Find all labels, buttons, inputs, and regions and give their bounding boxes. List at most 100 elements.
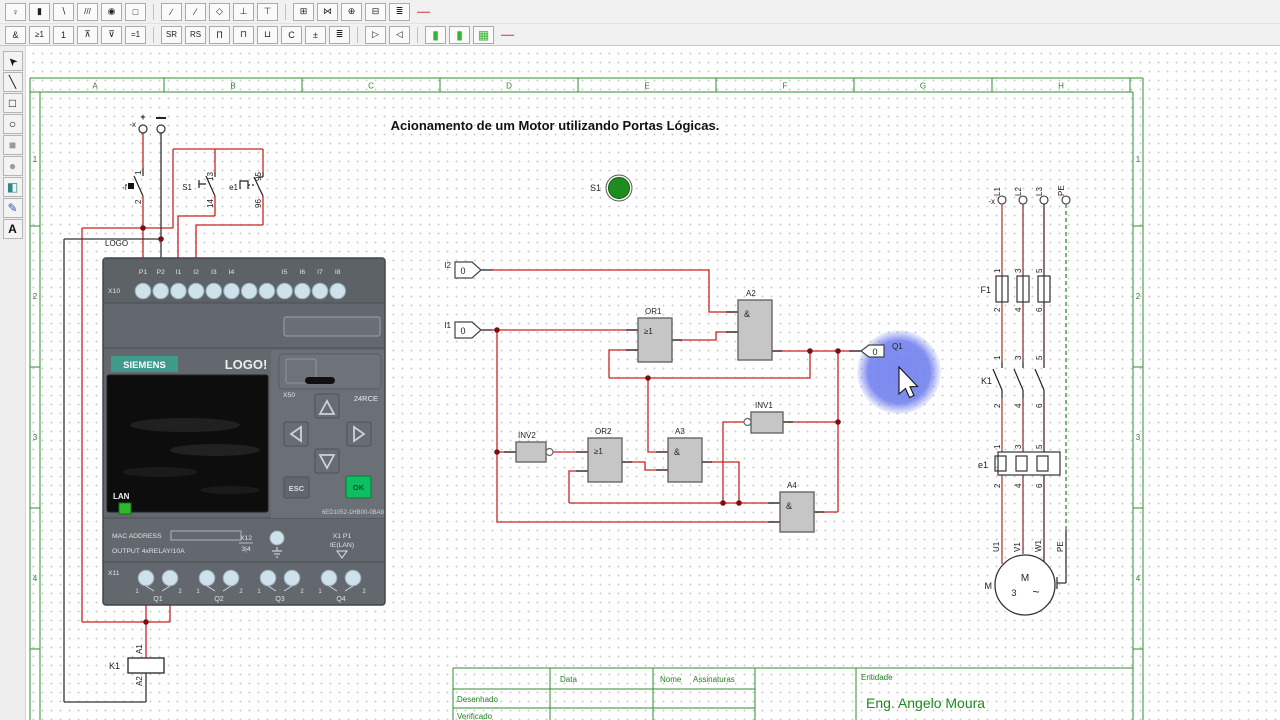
out-term-1: 1 xyxy=(318,589,322,595)
input-tag-i1[interactable]: 0 xyxy=(454,321,482,339)
out-term-2: 2 xyxy=(362,589,366,595)
red-dash-icon[interactable]: — xyxy=(501,27,514,42)
drawing-canvas[interactable]: A B C D E F G H 1 2 3 4 1 2 3 4 Acioname… xyxy=(26,46,1280,720)
ellipse-tool-icon[interactable]: ○ xyxy=(2,114,23,134)
k1-terminal-numbers: 1 2 3 4 5 6 xyxy=(993,355,1044,408)
motor-label: M xyxy=(985,581,993,591)
relay-block-icon[interactable]: ⊞ xyxy=(293,2,314,21)
and-gate-icon[interactable]: & xyxy=(5,25,26,44)
red-dash-icon[interactable]: — xyxy=(417,4,430,19)
buffer-gate-icon[interactable]: 1 xyxy=(53,25,74,44)
plc-terminal-i8: I8 xyxy=(335,269,341,276)
or-gate-icon[interactable]: ≥1 xyxy=(29,25,50,44)
k1-coil[interactable] xyxy=(127,657,165,674)
contact-icon[interactable]: ∖ xyxy=(53,2,74,21)
logic-stubs-black xyxy=(481,269,861,523)
xor-gate-icon[interactable]: =1 xyxy=(125,25,146,44)
e1-nc-contact[interactable] xyxy=(239,172,264,197)
input-tag-icon[interactable]: ▷ xyxy=(365,25,386,44)
filled-ellipse-tool-icon[interactable]: ● xyxy=(2,156,23,176)
line-tool-icon[interactable]: ╲ xyxy=(2,72,23,92)
phase-pe-label: PE xyxy=(1057,185,1066,196)
sr-block-icon[interactable]: SR xyxy=(161,25,182,44)
toolbar-row-1: ♀ ▮ ∖ /// ◉ □ ∕ ⁄ ◇ ⊥ ⊤ ⊞ ⋈ ⊕ ⊟ ≣ — xyxy=(0,0,1280,24)
plc-x1p1-label: X1 P1 xyxy=(333,533,352,540)
motor-icon[interactable]: ◉ xyxy=(101,2,122,21)
display-matrix-icon[interactable]: ▦ xyxy=(473,25,494,44)
plc-q3-label: Q3 xyxy=(275,596,284,603)
k1-contactor[interactable] xyxy=(992,362,1045,398)
plc-x11-label: X11 xyxy=(108,570,120,577)
right-button[interactable] xyxy=(346,421,372,447)
rs-block-icon[interactable]: RS xyxy=(185,25,206,44)
tb-entity-name: Eng. Angelo Moura xyxy=(866,695,985,711)
e1-term: 6 xyxy=(1035,483,1044,488)
switch-icon[interactable]: ∕ xyxy=(161,2,182,21)
output-tag-q1[interactable]: 0 xyxy=(860,344,885,358)
gate-a2[interactable]: & xyxy=(737,299,773,361)
pulse-block-icon[interactable]: Π xyxy=(209,25,230,44)
led-bar-icon[interactable]: ▮ xyxy=(425,25,446,44)
gate-inv2[interactable] xyxy=(515,441,554,463)
ok-button[interactable] xyxy=(345,475,372,499)
page-title: Acionamento de um Motor utilizando Porta… xyxy=(391,118,720,133)
lamp-icon[interactable]: ♀ xyxy=(5,2,26,21)
e1-terminal-96: 96 xyxy=(254,199,263,208)
sequencer-block-icon[interactable]: ≣ xyxy=(329,25,350,44)
a4-symbol: & xyxy=(786,501,792,511)
counter-block-icon[interactable]: C xyxy=(281,25,302,44)
fill-tool-icon[interactable]: ◧ xyxy=(2,177,23,197)
rect-tool-icon[interactable]: □ xyxy=(2,93,23,113)
coil-icon[interactable]: □ xyxy=(125,2,146,21)
s1-indicator[interactable] xyxy=(605,174,633,202)
f1-fuses[interactable] xyxy=(995,275,1051,303)
gate-inv1[interactable] xyxy=(743,411,784,434)
gate-a4[interactable]: & xyxy=(779,491,815,533)
aux-contact-icon[interactable]: ⁄ xyxy=(185,2,206,21)
f-switch[interactable] xyxy=(128,168,144,197)
terminal-strip-icon[interactable]: ≣ xyxy=(389,2,410,21)
inv2-name: INV2 xyxy=(518,431,536,440)
filled-rect-tool-icon[interactable]: ■ xyxy=(2,135,23,155)
timer-on-icon[interactable]: ⊓ xyxy=(233,25,254,44)
nor-gate-icon[interactable]: ⊽ xyxy=(101,25,122,44)
gate-or2[interactable]: ≥1 xyxy=(587,437,623,483)
s1-pushbutton-contact[interactable] xyxy=(198,172,216,197)
nand-gate-icon[interactable]: ⊼ xyxy=(77,25,98,44)
earth-icon[interactable]: ⊤ xyxy=(257,2,278,21)
compare-block-icon[interactable]: ± xyxy=(305,25,326,44)
input-tag-i2[interactable]: 0 xyxy=(454,261,482,279)
e1-overload[interactable] xyxy=(994,451,1061,476)
phase-l1-label: L1 xyxy=(993,187,1002,196)
gate-or1[interactable]: ≥1 xyxy=(637,317,673,363)
battery-icon[interactable]: ▮ xyxy=(29,2,50,21)
f1-term: 1 xyxy=(993,268,1002,273)
sheet-frame xyxy=(29,77,1144,720)
pointer-tool-icon[interactable]: ➤ xyxy=(2,51,23,71)
ground-icon[interactable]: ⊥ xyxy=(233,2,254,21)
gate-a3[interactable]: & xyxy=(667,437,703,483)
plc-module[interactable]: P1 P2 I1 I2 I3 I4 I5 I6 I7 I8 X10 SIEMEN… xyxy=(102,257,386,606)
row-label: 4 xyxy=(1136,574,1141,583)
plc-keypad[interactable] xyxy=(283,393,372,499)
diamond-icon[interactable]: ◇ xyxy=(209,2,230,21)
timer-off-icon[interactable]: ⊔ xyxy=(257,25,278,44)
tb-verificado: Verificado xyxy=(457,712,493,720)
link-icon[interactable]: ⋈ xyxy=(317,2,338,21)
text-tool-icon[interactable]: A xyxy=(2,219,23,239)
led-column-icon[interactable]: ▮ xyxy=(449,25,470,44)
k1-term: 4 xyxy=(1014,403,1023,408)
motor[interactable] xyxy=(994,554,1056,616)
output-tag-icon[interactable]: ◁ xyxy=(389,25,410,44)
eyedropper-tool-icon[interactable]: ✎ xyxy=(2,198,23,218)
logic-junction-dots xyxy=(494,327,841,506)
left-button[interactable] xyxy=(283,421,309,447)
winding-icon[interactable]: /// xyxy=(77,2,98,21)
row-label: 1 xyxy=(1136,155,1141,164)
block-io-icon[interactable]: ⊟ xyxy=(365,2,386,21)
q1-label: Q1 xyxy=(892,342,903,351)
phase-l2-label: L2 xyxy=(1014,187,1023,196)
or2-name: OR2 xyxy=(595,427,612,436)
connector-icon[interactable]: ⊕ xyxy=(341,2,362,21)
esc-button[interactable] xyxy=(283,476,310,499)
